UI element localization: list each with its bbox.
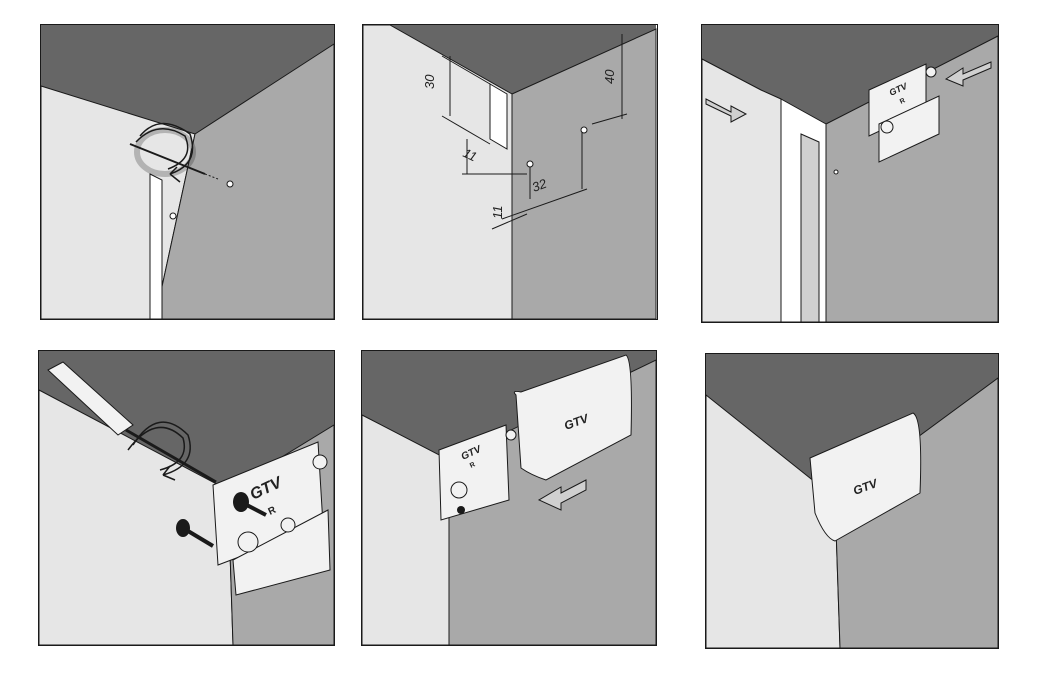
hanger-bracket: GTV R: [868, 63, 940, 163]
hanger-side-letter: R: [267, 504, 279, 517]
arrow-left-icon: [944, 61, 992, 87]
cabinet-top: [390, 25, 656, 94]
step-3-insert-panel: GTV R: [701, 24, 999, 323]
step-5-cover-panel: GTV R GTV: [361, 350, 657, 646]
step-6-finished-panel: GTV: [705, 353, 999, 649]
dimension-30: 30: [422, 74, 437, 89]
arrow-left-icon: [537, 479, 587, 511]
rotation-arrow-icon: [134, 122, 196, 183]
dimension-11-bottom: 11: [490, 206, 505, 220]
step-6-illustration: GTV: [705, 353, 999, 649]
hanger-bracket: GTV R: [212, 441, 331, 596]
cabinet-side-right: [834, 377, 999, 649]
step-1-illustration: [40, 24, 335, 320]
cabinet-top: [706, 354, 998, 498]
panel-edge: [800, 133, 820, 323]
arrow-right-icon: [705, 98, 748, 123]
step-3-illustration: GTV R: [701, 24, 999, 323]
drill-icon: [129, 143, 219, 180]
hole-2: [169, 212, 177, 220]
step-2-dimensions-panel: 30 40 11 11 32: [362, 24, 658, 320]
hole-1: [526, 160, 534, 168]
hole: [833, 169, 839, 175]
cabinet-top: [702, 25, 998, 124]
step-5-illustration: GTV R GTV: [361, 350, 657, 646]
screwdriver-icon: [47, 361, 217, 484]
recess: [489, 83, 508, 150]
cabinet-top: [39, 351, 334, 490]
cabinet-side-right: [154, 43, 335, 320]
step-2-illustration: 30 40 11 11 32: [362, 24, 658, 320]
screw-lower-icon: [176, 519, 215, 548]
cabinet-front-edge: [149, 173, 163, 320]
hanger-side-letter: R: [469, 461, 477, 469]
step-4-illustration: GTV R: [38, 350, 335, 646]
cabinet-side-right: [511, 28, 657, 320]
plastic-cover: GTV: [809, 412, 922, 542]
hole-2: [580, 126, 588, 134]
dimension-32: 32: [530, 176, 549, 195]
dimension-40: 40: [602, 69, 617, 84]
hanger-bracket: GTV R: [438, 424, 517, 521]
dimension-11-top: 11: [461, 145, 480, 164]
cabinet-top: [41, 25, 334, 134]
hole-1: [226, 180, 234, 188]
step-1-drill-panel: [40, 24, 335, 320]
step-4-screw-panel: GTV R: [38, 350, 335, 646]
screw-upper-icon: [233, 492, 267, 517]
plastic-cover: GTV: [513, 354, 632, 481]
rotation-arrow-icon: [127, 421, 191, 481]
hanger-side-letter: R: [899, 97, 907, 105]
side-panel-left: [701, 58, 782, 323]
